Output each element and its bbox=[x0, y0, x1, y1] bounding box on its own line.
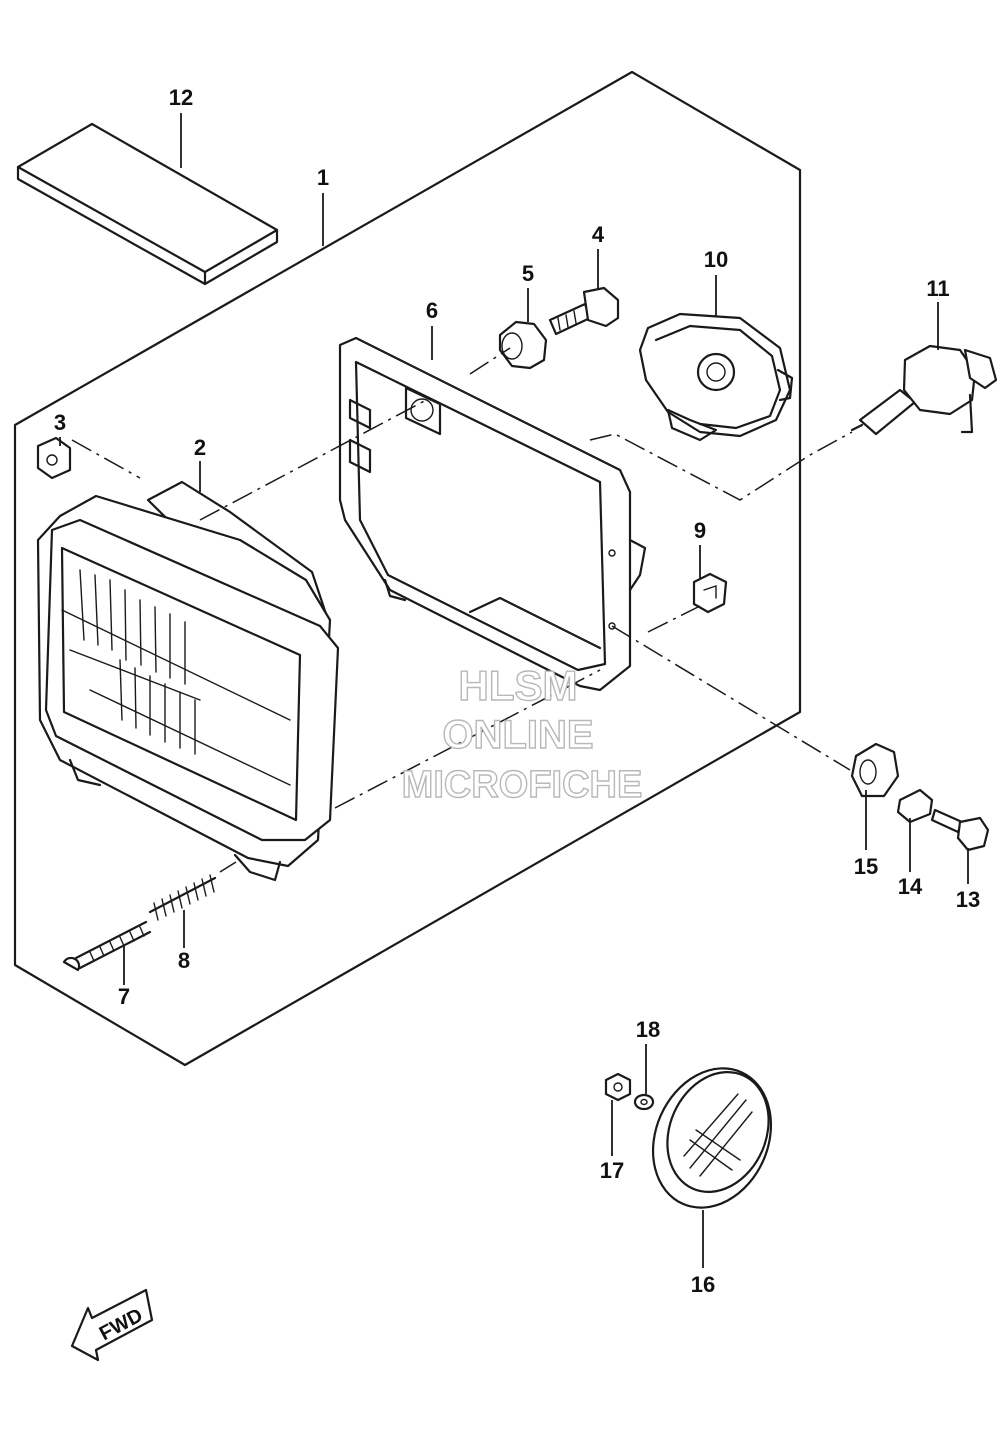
part-11-bulb bbox=[850, 344, 998, 436]
callout-5: 5 bbox=[522, 261, 534, 286]
part-7-long-screw bbox=[62, 920, 152, 972]
watermark-line-1: HLSM bbox=[459, 662, 578, 709]
callout-12: 12 bbox=[169, 85, 193, 110]
callout-14: 14 bbox=[898, 874, 923, 899]
callout-16: 16 bbox=[691, 1272, 715, 1297]
callout-7: 7 bbox=[118, 984, 130, 1009]
callout-6: 6 bbox=[426, 298, 438, 323]
watermark: HLSM ONLINE MICROFICHE bbox=[401, 661, 643, 806]
part-9-clip bbox=[692, 572, 728, 614]
callout-2: 2 bbox=[194, 435, 206, 460]
part-10-socket-cover bbox=[638, 312, 794, 442]
callout-8: 8 bbox=[178, 948, 190, 973]
callout-17: 17 bbox=[600, 1158, 624, 1183]
part-4-adjust-screw bbox=[548, 286, 620, 336]
part-6-bracket-frame bbox=[338, 336, 647, 692]
part-8-spring bbox=[148, 874, 217, 921]
callout-4: 4 bbox=[592, 222, 605, 247]
part-17-nut bbox=[604, 1072, 632, 1102]
part-16-reflector bbox=[651, 1067, 773, 1209]
part-3-clip-nut bbox=[36, 436, 72, 480]
callout-13: 13 bbox=[956, 887, 980, 912]
callout-10: 10 bbox=[704, 247, 728, 272]
assembly-box-outline bbox=[13, 70, 802, 1067]
part-2-headlamp-unit bbox=[36, 480, 340, 882]
callout-15: 15 bbox=[854, 854, 878, 879]
callout-3: 3 bbox=[54, 410, 66, 435]
part-12-label-sheet bbox=[16, 122, 279, 286]
watermark-line-3: MICROFICHE bbox=[402, 764, 643, 806]
callout-9: 9 bbox=[694, 518, 706, 543]
watermark-line-2: ONLINE bbox=[442, 713, 593, 757]
callout-1: 1 bbox=[317, 165, 329, 190]
callout-labels: 12 1 4 10 5 11 6 3 2 9 15 14 13 8 7 18 1… bbox=[54, 85, 980, 1297]
leader-lines bbox=[59, 113, 969, 1268]
callout-11: 11 bbox=[926, 276, 949, 301]
part-14-collar bbox=[896, 788, 934, 824]
part-13-bolt bbox=[930, 808, 990, 852]
part-18-washer bbox=[633, 1093, 655, 1111]
callout-18: 18 bbox=[636, 1017, 660, 1042]
part-15-grommet bbox=[850, 742, 900, 798]
fwd-arrow-icon: FWD bbox=[70, 1288, 154, 1362]
part-5-grommet bbox=[498, 320, 548, 370]
assembly-centerlines bbox=[71, 347, 853, 873]
